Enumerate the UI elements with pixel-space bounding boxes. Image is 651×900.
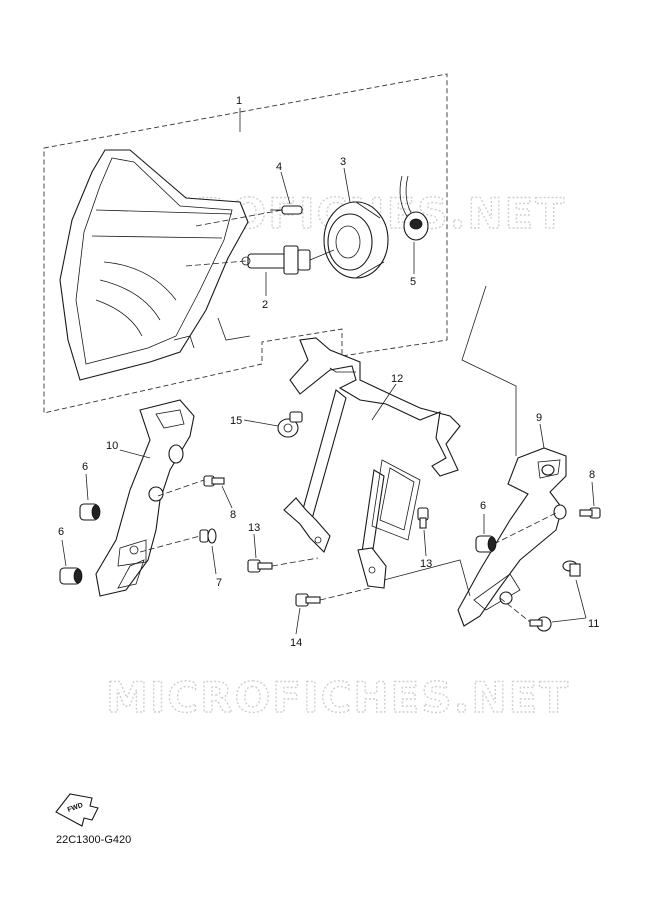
grommet <box>277 411 303 438</box>
headlight-lens <box>59 149 249 381</box>
bolt-14 <box>295 593 321 607</box>
screw-11-lower <box>529 616 552 632</box>
left-side-cover <box>95 399 195 597</box>
headlight-bracket <box>283 337 461 589</box>
assembly-line-bracket-right <box>461 285 517 456</box>
damper-left-upper <box>79 503 101 521</box>
callout-6-left-lower: 6 <box>58 526 64 538</box>
assembly-line-bolt14 <box>319 587 371 601</box>
callout-1: 1 <box>236 95 242 107</box>
assembly-line-bottom <box>383 559 471 597</box>
callout-3: 3 <box>340 156 346 168</box>
leader-13a <box>253 533 257 559</box>
callout-14: 14 <box>290 637 302 649</box>
leader-8a <box>221 485 233 509</box>
leader-11 <box>551 579 587 623</box>
callout-8-left: 8 <box>230 509 236 521</box>
screw-11-upper <box>562 560 581 577</box>
leader-15 <box>243 419 279 427</box>
leader-7 <box>211 545 217 575</box>
projection-line-upper <box>195 209 283 227</box>
bolt-8-left <box>203 475 225 487</box>
callout-11: 11 <box>588 618 599 630</box>
leader-4 <box>280 171 291 205</box>
bolt-7 <box>199 528 217 544</box>
callout-6-left-upper: 6 <box>82 461 88 473</box>
leader-12 <box>371 383 397 421</box>
leader-9 <box>539 423 545 449</box>
headlight-assembly-boundary <box>43 73 448 414</box>
headlight-bulb <box>241 245 311 275</box>
bolt-13-left <box>247 559 273 573</box>
leader-14 <box>295 607 301 635</box>
assembly-line-bolt13 <box>271 557 319 567</box>
leader-6b <box>61 539 67 567</box>
bolt-13-center <box>417 507 429 529</box>
callout-12: 12 <box>391 373 403 385</box>
bulb-cover <box>323 201 389 279</box>
assembly-line-bracket-left <box>217 317 251 341</box>
watermark-bottom: MICROFICHES.NET <box>106 673 570 722</box>
callout-13-left: 13 <box>248 522 260 534</box>
projection-line-cover <box>309 249 335 261</box>
damper-left-lower <box>59 567 83 585</box>
auxiliary-bulb <box>270 205 303 215</box>
callout-6-right: 6 <box>480 500 486 512</box>
bolt-8-right <box>579 507 601 519</box>
assembly-line-damper-right <box>493 511 559 545</box>
leader-10 <box>119 449 151 459</box>
callout-13-center: 13 <box>420 558 432 570</box>
diagram-code: 22C1300-G420 <box>56 834 131 846</box>
callout-8-right: 8 <box>589 469 595 481</box>
projection-line-lower <box>185 260 247 267</box>
callout-15: 15 <box>230 415 242 427</box>
callout-5: 5 <box>410 276 416 288</box>
callout-4: 4 <box>276 161 282 173</box>
leader-13b <box>423 529 427 557</box>
leader-3 <box>343 167 351 203</box>
forward-direction-arrow: FWD <box>55 793 99 827</box>
callout-2: 2 <box>262 299 268 311</box>
callout-10: 10 <box>106 440 118 452</box>
socket-cord <box>399 175 429 241</box>
leader-6a <box>85 473 89 501</box>
assembly-line-screw11 <box>499 597 531 623</box>
callout-9: 9 <box>536 412 542 424</box>
damper-right <box>475 535 497 553</box>
leader-8b <box>591 481 595 507</box>
assembly-line-bolt8-left <box>157 479 205 497</box>
assembly-line-bolt7 <box>139 535 201 553</box>
callout-7: 7 <box>216 577 222 589</box>
right-side-cover <box>457 447 567 627</box>
